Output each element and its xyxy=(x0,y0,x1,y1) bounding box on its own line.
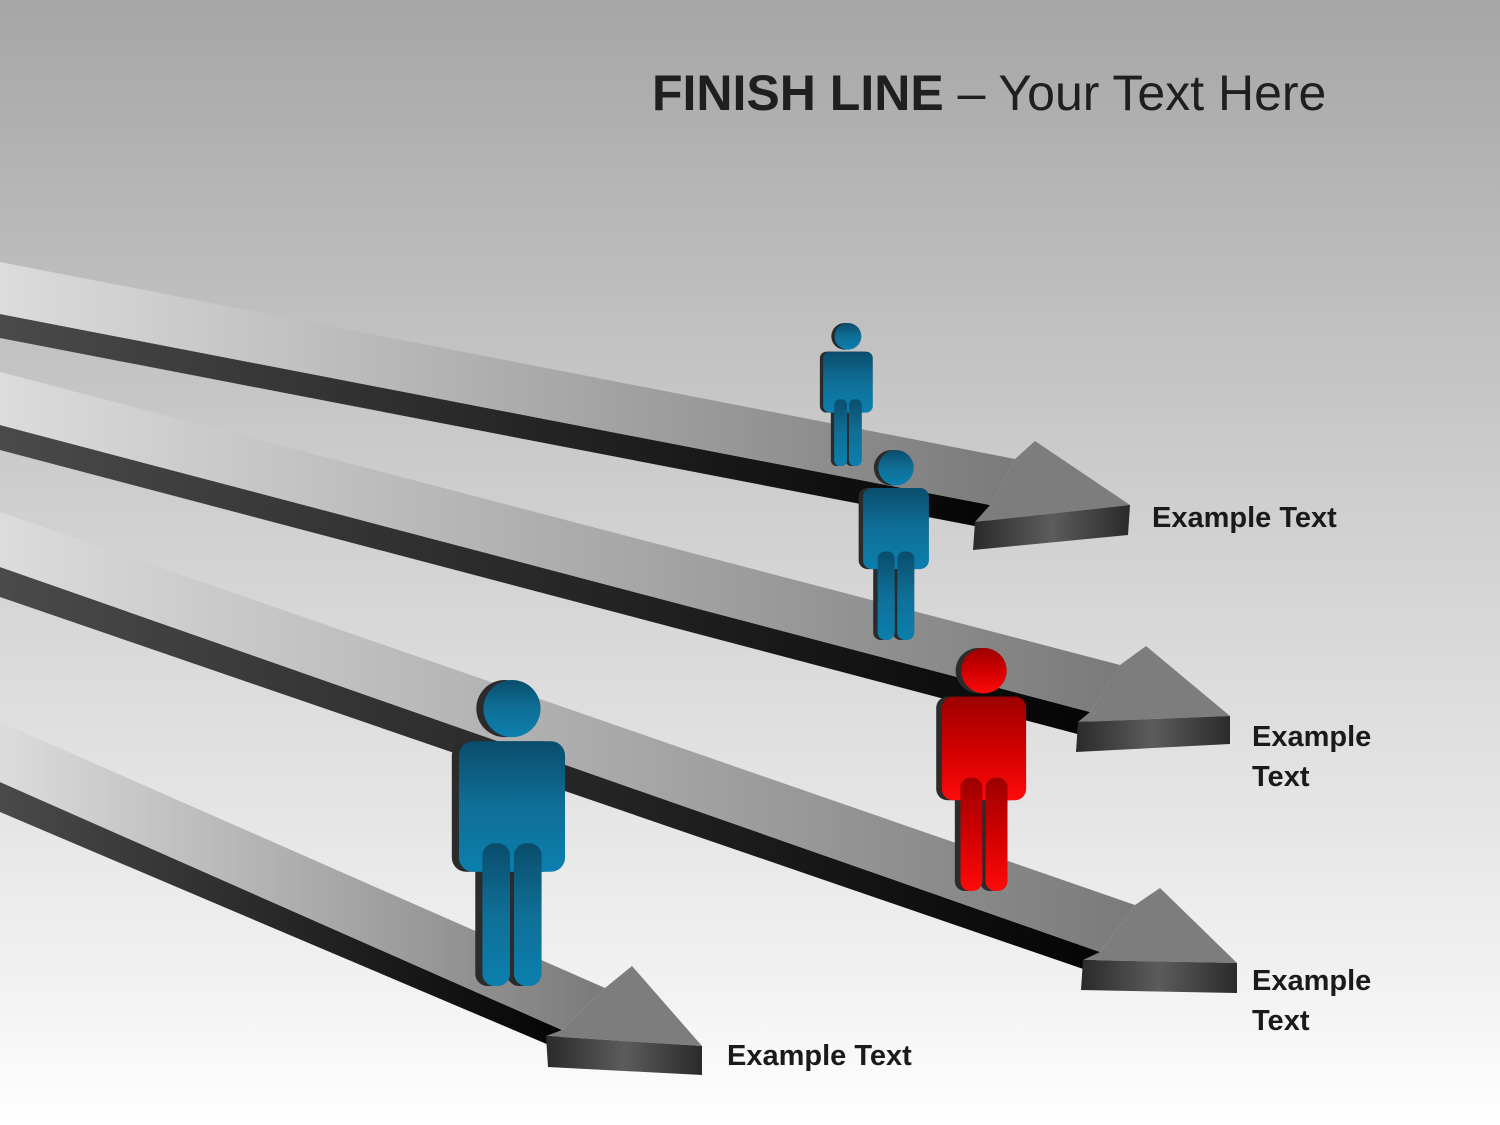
person-figure-3-body xyxy=(941,648,1027,891)
lane-label-3: Example Text xyxy=(1252,965,1372,1037)
lane-arrow-4 xyxy=(0,722,702,1075)
slide-title: FINISH LINE – Your Text Here xyxy=(652,62,1326,124)
title-strong: FINISH LINE xyxy=(652,65,944,121)
lane-arrow-4-head-face xyxy=(546,1036,702,1075)
person-figure-3 xyxy=(936,648,1027,891)
lane-arrow-1-head xyxy=(975,441,1130,522)
lane-arrow-2 xyxy=(0,372,1230,752)
lane-label-1: Example Text xyxy=(1152,502,1337,534)
lane-arrow-1 xyxy=(0,262,1130,550)
person-figure-2 xyxy=(858,450,929,640)
lane-arrow-2-head-face xyxy=(1076,716,1230,752)
lane-arrow-2-side xyxy=(0,425,1090,736)
person-figure-4-body xyxy=(458,680,566,986)
lane-label-2: Example Text xyxy=(1252,721,1372,793)
person-figure-1-body xyxy=(823,323,873,466)
title-rest: Your Text Here xyxy=(998,65,1327,121)
person-figure-2-body xyxy=(863,450,929,640)
lane-arrow-3-head xyxy=(1083,888,1237,963)
person-figure-1 xyxy=(819,323,873,466)
lane-label-4: Example Text xyxy=(727,1040,912,1072)
lane-arrow-1-top xyxy=(0,262,1015,505)
lane-arrow-3-top xyxy=(0,512,1135,952)
lane-arrow-2-head xyxy=(1078,646,1230,722)
lane-arrow-1-head-face xyxy=(973,505,1130,550)
person-figure-4 xyxy=(451,680,566,986)
lane-arrow-4-top xyxy=(0,722,605,1030)
lane-arrow-2-top xyxy=(0,372,1120,712)
lane-arrow-4-side xyxy=(0,782,562,1048)
lane-arrow-4-head xyxy=(546,966,702,1046)
figures xyxy=(451,323,1027,986)
title-separator: – xyxy=(943,65,999,121)
lane-arrow-1-side xyxy=(0,314,990,528)
lane-arrow-3-head-face xyxy=(1081,960,1237,993)
